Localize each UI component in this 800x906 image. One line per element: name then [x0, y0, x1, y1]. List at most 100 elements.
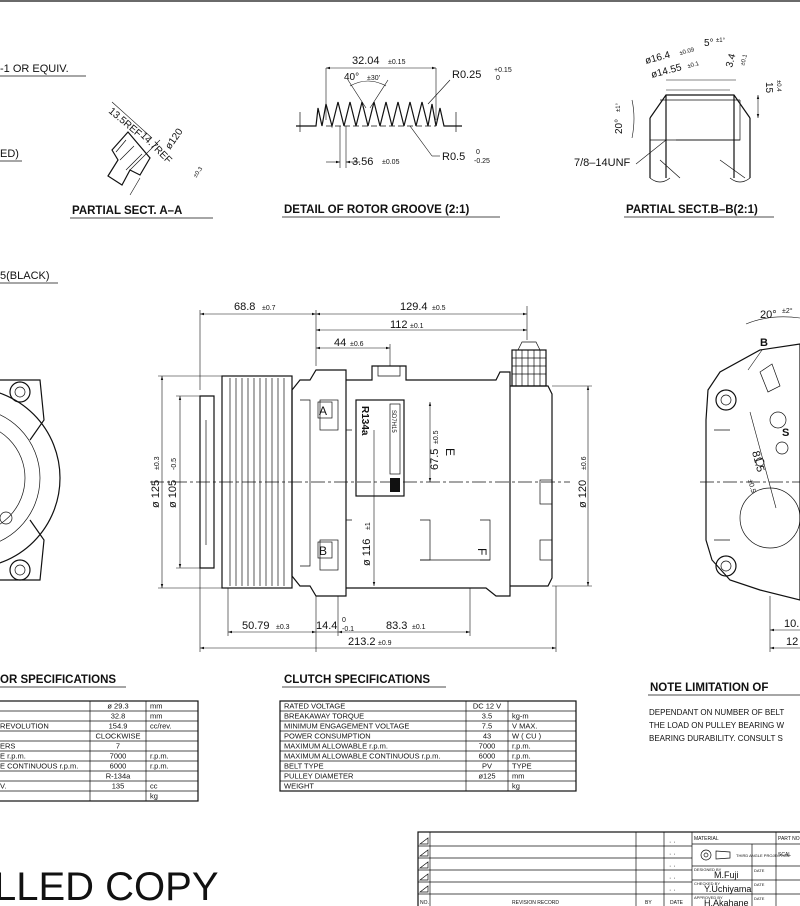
compressor-spec-row-6-col-0: E CONTINUOUS r.p.m. — [0, 762, 78, 771]
title-block: · · · · · · · · · · NO. REVISION RECORD … — [417, 831, 800, 906]
compressor-spec-title: OR SPECIFICATIONS — [0, 674, 116, 686]
svg-text:· ·: · · — [669, 839, 676, 846]
compressor-spec-row-1-col-2: mm — [150, 712, 163, 721]
compressor-spec-row-1-col-1: 32.8 — [111, 712, 126, 721]
label-e: E — [443, 448, 457, 456]
dim-50: 50.79 — [242, 620, 270, 632]
body-text: R134a — [359, 406, 370, 436]
note-line-2: THE LOAD ON PULLEY BEARING W — [649, 721, 784, 730]
svg-text:±0.5: ±0.5 — [432, 305, 446, 312]
clutch-spec-row-3-col-1: 43 — [483, 732, 491, 741]
clutch-spec-row-1-col-1: 3.5 — [482, 712, 492, 721]
dim-83: 83.3 — [386, 620, 407, 632]
compressor-spec-row-9-col-2: kg — [150, 792, 158, 801]
clutch-spec-row-2-col-1: 7.5 — [482, 722, 492, 731]
compressor-spec-row-6-col-1: 6000 — [110, 762, 127, 771]
svg-text:DESIGNED BY: DESIGNED BY — [694, 867, 722, 872]
svg-text:±0.1: ±0.1 — [740, 53, 749, 66]
svg-text:±0.05: ±0.05 — [382, 159, 400, 166]
svg-text:· ·: · · — [669, 863, 676, 870]
svg-text:-0.5: -0.5 — [171, 458, 178, 470]
groove-angle: 40° — [344, 72, 359, 83]
rv-d10: 10. — [784, 618, 799, 630]
note-line-3: BEARING DURABILITY. CONSULT S — [649, 734, 783, 743]
tb-part-no: PART NO — [778, 836, 800, 842]
tb-no: NO. — [420, 900, 429, 906]
svg-text:DATE: DATE — [754, 868, 765, 873]
note-title: NOTE LIMITATION OF — [650, 682, 768, 694]
rotor-groove-detail: 32.04 ±0.15 40° ±30' R0.25 +0.15 0 3.56 … — [282, 55, 512, 218]
clutch-spec-row-1-col-0: BREAKAWAY TORQUE — [284, 712, 364, 721]
clutch-spec-row-7-col-2: mm — [512, 772, 525, 781]
clutch-spec-row-2-col-2: V MAX. — [512, 722, 537, 731]
svg-text:±0.1: ±0.1 — [410, 323, 424, 330]
svg-text:· ·: · · — [669, 875, 676, 882]
clutch-spec-row-6-col-2: TYPE — [512, 762, 532, 771]
compressor-spec-row-7-col-1: R-134a — [106, 772, 131, 781]
svg-text:-0.25: -0.25 — [474, 158, 490, 165]
note-black: 5(BLACK) — [0, 270, 50, 282]
compressor-spec-row-8-col-1: 135 — [112, 782, 125, 791]
svg-text:CHECKED BY: CHECKED BY — [694, 881, 720, 886]
rv-d12: 12 — [786, 636, 798, 648]
b-d1: ø16.4 — [644, 50, 672, 67]
compressor-spec-row-8-col-0: V. — [0, 782, 6, 791]
clutch-spec-row-7-col-0: PULLEY DIAMETER — [284, 772, 354, 781]
b-angle2: 20° — [614, 119, 625, 134]
model-text: SD7H15 — [390, 410, 396, 433]
svg-text:±0.1: ±0.1 — [687, 61, 700, 70]
compressor-spec-table: OR SPECIFICATIONS ø 29.3 mm 32.8 mmREVOLUTI… — [0, 674, 199, 802]
svg-text:±1: ±1 — [365, 522, 372, 530]
b-d4: 15 — [763, 82, 774, 94]
dim-120-tol: ±0.3 — [193, 166, 205, 180]
label-b: B — [319, 544, 327, 558]
section-a-title: PARTIAL SECT. A–A — [72, 205, 182, 217]
svg-text:±1°: ±1° — [616, 102, 622, 112]
b-d3: 3.4 — [724, 52, 738, 69]
clutch-spec-row-5-col-2: r.p.m. — [512, 752, 531, 761]
compressor-spec-row-2-col-2: cc/rev. — [150, 722, 172, 731]
clutch-spec-row-4-col-1: 7000 — [479, 742, 496, 751]
tb-scale: SCAL — [778, 852, 791, 858]
partial-section-a: 13.5REF 14.7REF ø120 ±0.3 PARTIAL SECT. … — [70, 101, 213, 219]
tb-projection: THIRD ANGLE PROJECTION — [736, 853, 790, 858]
svg-text:+0.15: +0.15 — [494, 67, 512, 74]
clutch-spec-row-1-col-2: kg-m — [512, 712, 529, 721]
svg-text:±1°: ±1° — [716, 38, 726, 44]
svg-text:DATE: DATE — [754, 896, 765, 901]
svg-text:±30': ±30' — [367, 75, 380, 82]
tb-approved-by: H.Akahane — [704, 898, 749, 906]
compressor-spec-row-2-col-0: REVOLUTION — [0, 722, 49, 731]
tb-date: DATE — [670, 900, 684, 906]
clutch-spec-row-0-col-1: DC 12 V — [473, 702, 501, 711]
groove-r-top: R0.25 — [452, 69, 481, 81]
rotor-groove-title: DETAIL OF ROTOR GROOVE (2:1) — [284, 204, 469, 216]
compressor-spec-row-5-col-1: 7000 — [110, 752, 127, 761]
compressor-spec-row-5-col-0: E r.p.m. — [0, 752, 26, 761]
compressor-spec-row-0-col-2: mm — [150, 702, 163, 711]
left-front-view — [0, 379, 61, 581]
compressor-spec-row-0-col-1: ø 29.3 — [107, 702, 128, 711]
clutch-spec-row-4-col-2: r.p.m. — [512, 742, 531, 751]
clutch-spec-title: CLUTCH SPECIFICATIONS — [284, 674, 430, 686]
svg-text:±0.5: ±0.5 — [433, 430, 440, 444]
svg-text:±0.5: ±0.5 — [746, 479, 756, 494]
clutch-spec-row-8-col-2: kg — [512, 782, 520, 791]
clutch-spec-row-4-col-0: MAXIMUM ALLOWABLE r.p.m. — [284, 742, 388, 751]
groove-pitch: 3.56 — [352, 156, 373, 168]
label-a: A — [319, 404, 327, 418]
partial-section-b: ø16.4 ±0.09 ø14.55 ±0.1 5° ±1° 3.4 ±0.1 … — [574, 38, 781, 218]
clutch-spec-row-0-col-0: RATED VOLTAGE — [284, 702, 345, 711]
note-ed: ED) — [0, 148, 19, 160]
clutch-spec-row-6-col-1: PV — [482, 762, 492, 771]
note-line-1: DEPENDANT ON NUMBER OF BELT — [649, 708, 784, 717]
dim-129: 129.4 — [400, 301, 428, 313]
groove-r-bottom: R0.5 — [442, 151, 465, 163]
svg-text:±2°: ±2° — [782, 307, 793, 315]
svg-text:±0.4: ±0.4 — [775, 80, 781, 92]
note-block: NOTE LIMITATION OF DEPENDANT ON NUMBER O… — [648, 682, 800, 743]
b-d2: ø14.55 — [650, 62, 683, 81]
clutch-spec-row-6-col-0: BELT TYPE — [284, 762, 324, 771]
dim-120: ø 120 — [577, 480, 589, 508]
